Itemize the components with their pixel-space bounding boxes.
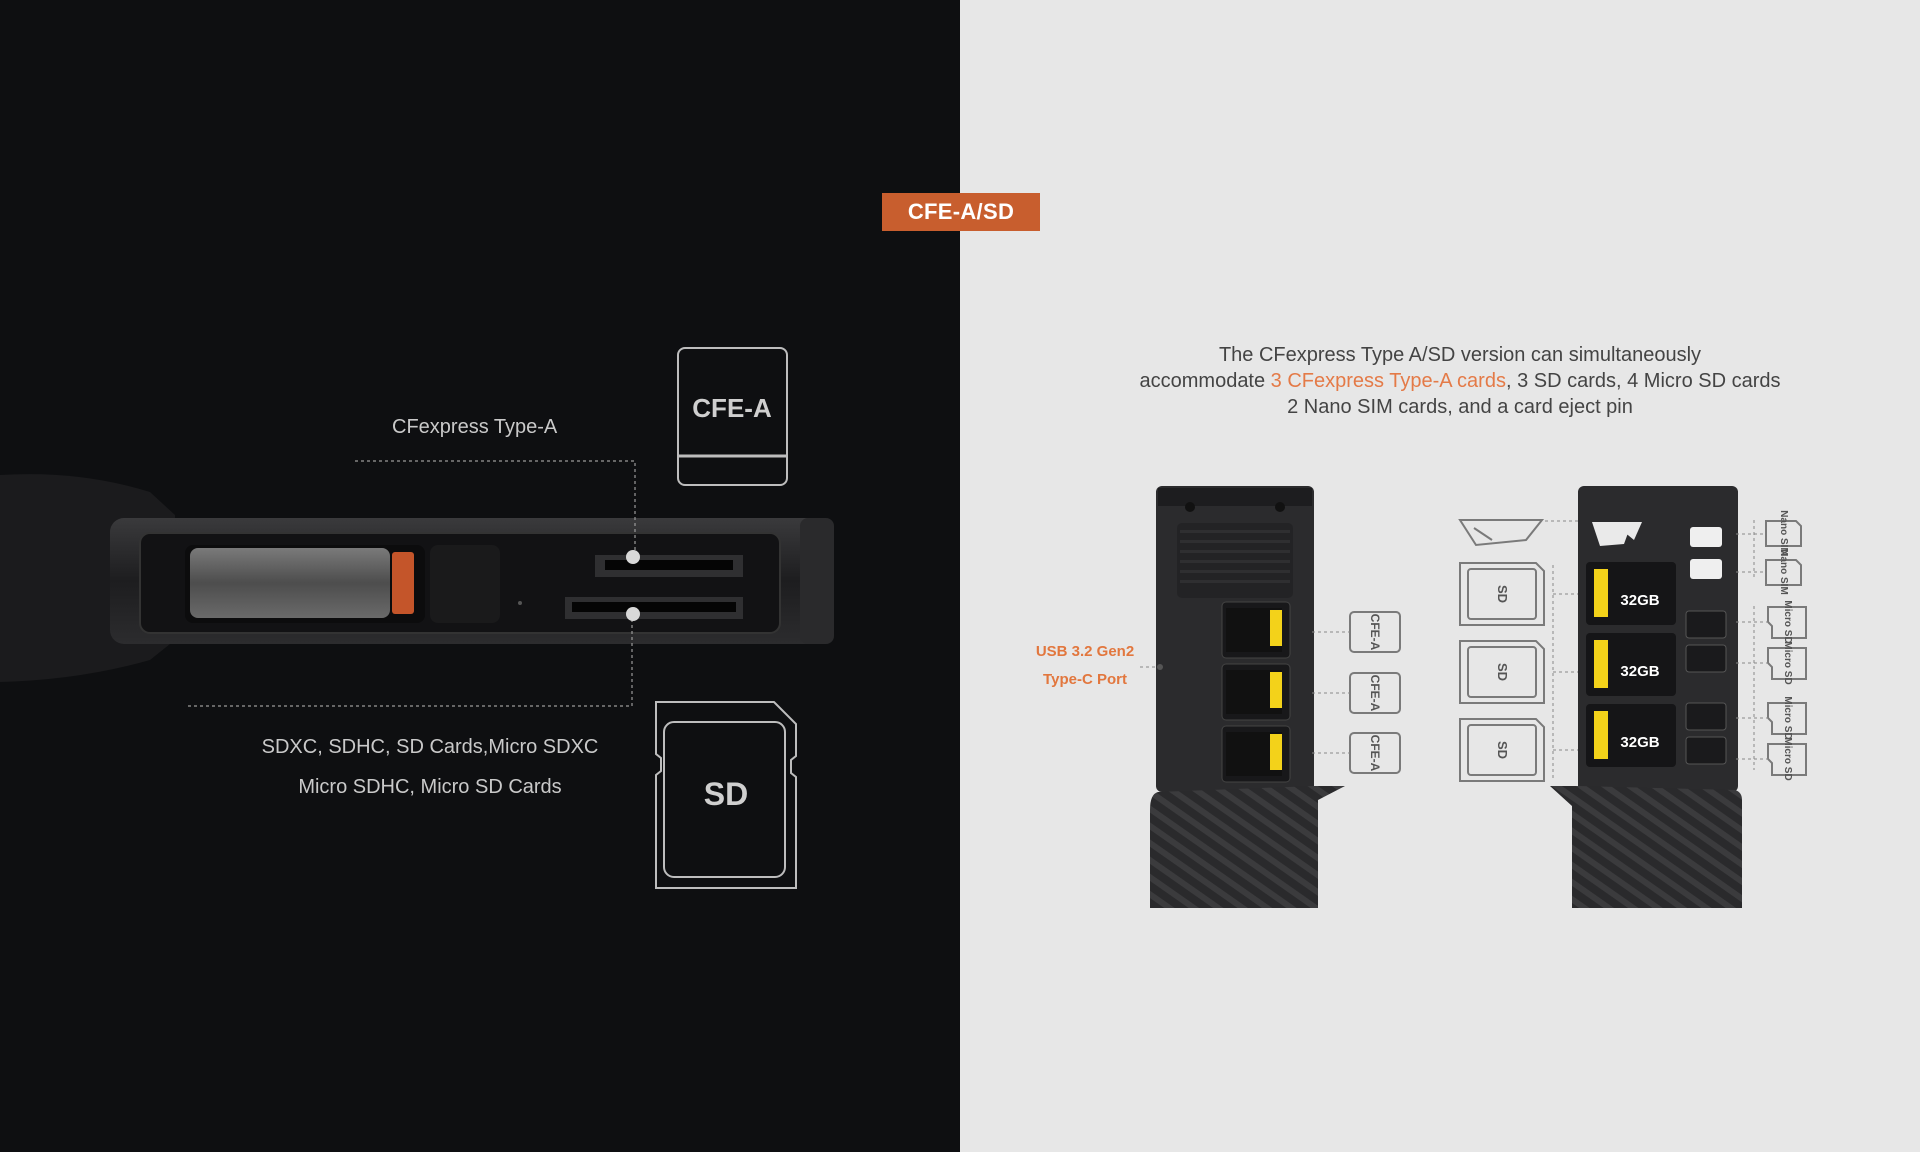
sd-outline-icons — [1459, 562, 1545, 782]
description-highlight: 3 CFexpress Type-A cards — [1270, 370, 1506, 392]
micro-sd-label: Micro SD — [1782, 600, 1793, 643]
reader-grip — [1150, 786, 1345, 908]
eject-pin-icon — [1458, 519, 1545, 547]
product-description: The CFexpress Type A/SD version can simu… — [1110, 342, 1810, 420]
cfe-icon-text: CFE-A — [692, 393, 772, 423]
nano-sim-label: Nano SIM — [1778, 549, 1789, 595]
cfe-slot-label: CFE-A — [1368, 735, 1382, 772]
cfe-card-slots — [1221, 601, 1291, 783]
right-panel — [960, 0, 1920, 1152]
description-text: accommodate — [1139, 370, 1271, 392]
cfe-slot-label: CFE-A — [1368, 675, 1382, 712]
sd-icon-text: SD — [704, 776, 748, 812]
cfe-card-icon: CFE-A — [677, 347, 788, 486]
cfexpress-callout-dot — [626, 550, 640, 564]
micro-sd-label: Micro SD — [1782, 641, 1793, 684]
reader-sd-side: 32GB 32GB 32GB — [1550, 486, 1742, 908]
micro-sd-label: Micro SD — [1782, 696, 1793, 739]
micro-sd-label: Micro SD — [1782, 737, 1793, 780]
description-line2: accommodate 3 CFexpress Type-A cards, 3 … — [1110, 368, 1810, 394]
reader-grip — [1550, 786, 1742, 908]
sd-cards-in-reader: 32GB 32GB 32GB — [1586, 562, 1676, 767]
sd-slot-label: SD — [1495, 663, 1510, 681]
usb-connector-tip — [392, 552, 414, 614]
description-line3: 2 Nano SIM cards, and a card eject pin — [1287, 396, 1633, 418]
usb-port-label-line1: USB 3.2 Gen2 — [1035, 643, 1135, 660]
cfexpress-label: CFexpress Type-A — [392, 416, 558, 438]
usb-connector — [190, 548, 390, 618]
usb-port-label-line2: Type-C Port — [1043, 671, 1127, 688]
nano-sim-label: Nano SIM — [1778, 510, 1789, 556]
card-capacity: 32GB — [1620, 592, 1659, 609]
nano-sim-card — [1690, 559, 1722, 579]
reader-cfe-side — [1150, 486, 1345, 908]
sd-slot-label: SD — [1495, 585, 1510, 603]
version-badge: CFE-A/SD — [882, 193, 1040, 231]
card-capacity: 32GB — [1620, 663, 1659, 680]
description-line1: The CFexpress Type A/SD version can simu… — [1218, 344, 1702, 366]
micro-sd-in-reader — [1685, 610, 1727, 765]
cfe-slot-label: CFE-A — [1368, 614, 1382, 651]
sd-callout-dot — [626, 607, 640, 621]
sd-label-line2: Micro SDHC, Micro SD Cards — [298, 776, 562, 798]
card-reader-device — [0, 474, 834, 682]
sd-card-icon: SD — [655, 701, 797, 889]
sd-label-line1: SDXC, SDHC, SD Cards,Micro SDXC — [261, 736, 599, 758]
description-text: , 3 SD cards, 4 Micro SD cards — [1505, 370, 1781, 392]
usb-port-label: USB 3.2 Gen2 Type-C Port — [1024, 638, 1146, 694]
callout-lines — [188, 460, 636, 707]
sd-slot-label: SD — [1495, 741, 1510, 759]
card-capacity: 32GB — [1620, 734, 1659, 751]
cfe-leader-lines — [1140, 631, 1350, 754]
nano-sim-card — [1690, 527, 1722, 547]
nano-sim-outline-icons — [1765, 520, 1802, 586]
